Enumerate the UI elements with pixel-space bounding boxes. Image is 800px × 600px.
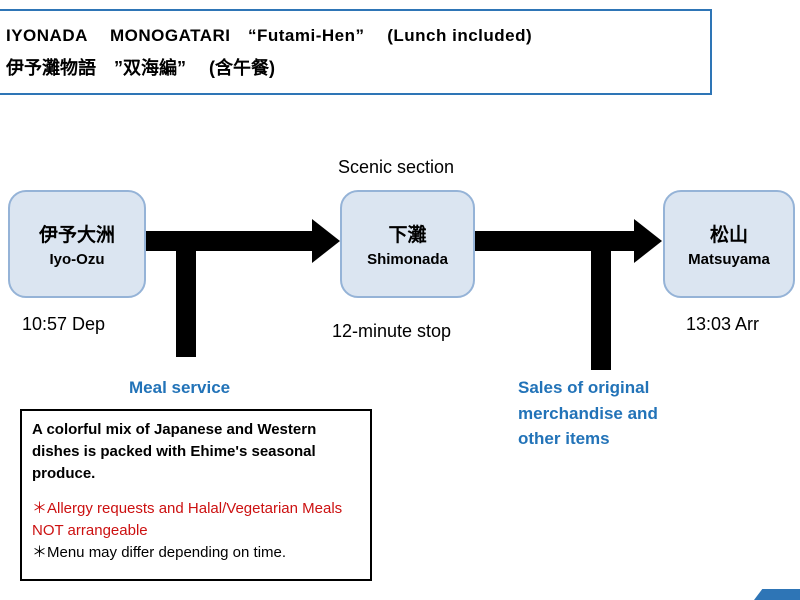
route-arrow-head-icon: [634, 219, 662, 263]
title-japanese: 伊予灘物語 ”双海編” (含午餐): [6, 58, 275, 78]
stop-duration-label: 12-minute stop: [332, 321, 452, 341]
callout-connector-meal-service: [176, 243, 196, 357]
arrival-time-label: 13:03 Arr: [686, 314, 760, 334]
title-box: IYONADA MONOGATARI “Futami-Hen” (Lunch i…: [0, 9, 712, 95]
station-name-en: Shimonada: [367, 251, 448, 268]
meal-service-label: Meal service: [129, 378, 231, 397]
station-box-matsuyama: 松山 Matsuyama: [663, 190, 795, 298]
station-name-en: Matsuyama: [688, 251, 770, 268]
slide-corner-decoration: [754, 589, 800, 600]
allergy-warning: ＊Allergy requests and Halal/Vegetarian M…: [32, 500, 343, 539]
meal-description: A colorful mix of Japanese and Western d…: [32, 421, 317, 482]
title-english: IYONADA MONOGATARI “Futami-Hen” (Lunch i…: [6, 26, 533, 45]
route-arrow-shaft: [146, 231, 313, 251]
scenic-section-label: Scenic section: [338, 157, 455, 177]
station-box-iyo-ozu: 伊予大洲 Iyo-Ozu: [8, 190, 146, 298]
sales-label: Sales of original merchandise and other …: [518, 378, 658, 448]
callout-connector-sales: [591, 243, 611, 370]
departure-time-label: 10:57 Dep: [22, 314, 106, 334]
route-arrow-head-icon: [312, 219, 340, 263]
station-box-shimonada: 下灘 Shimonada: [340, 190, 475, 298]
menu-note: ＊Menu may differ depending on time.: [32, 543, 287, 561]
meal-note-box: A colorful mix of Japanese and Western d…: [20, 409, 372, 581]
station-name-en: Iyo-Ozu: [49, 251, 105, 268]
station-name-jp: 下灘: [388, 225, 427, 246]
station-name-jp: 松山: [709, 225, 748, 246]
route-arrow-shaft: [475, 231, 635, 251]
station-name-jp: 伊予大洲: [38, 225, 115, 246]
